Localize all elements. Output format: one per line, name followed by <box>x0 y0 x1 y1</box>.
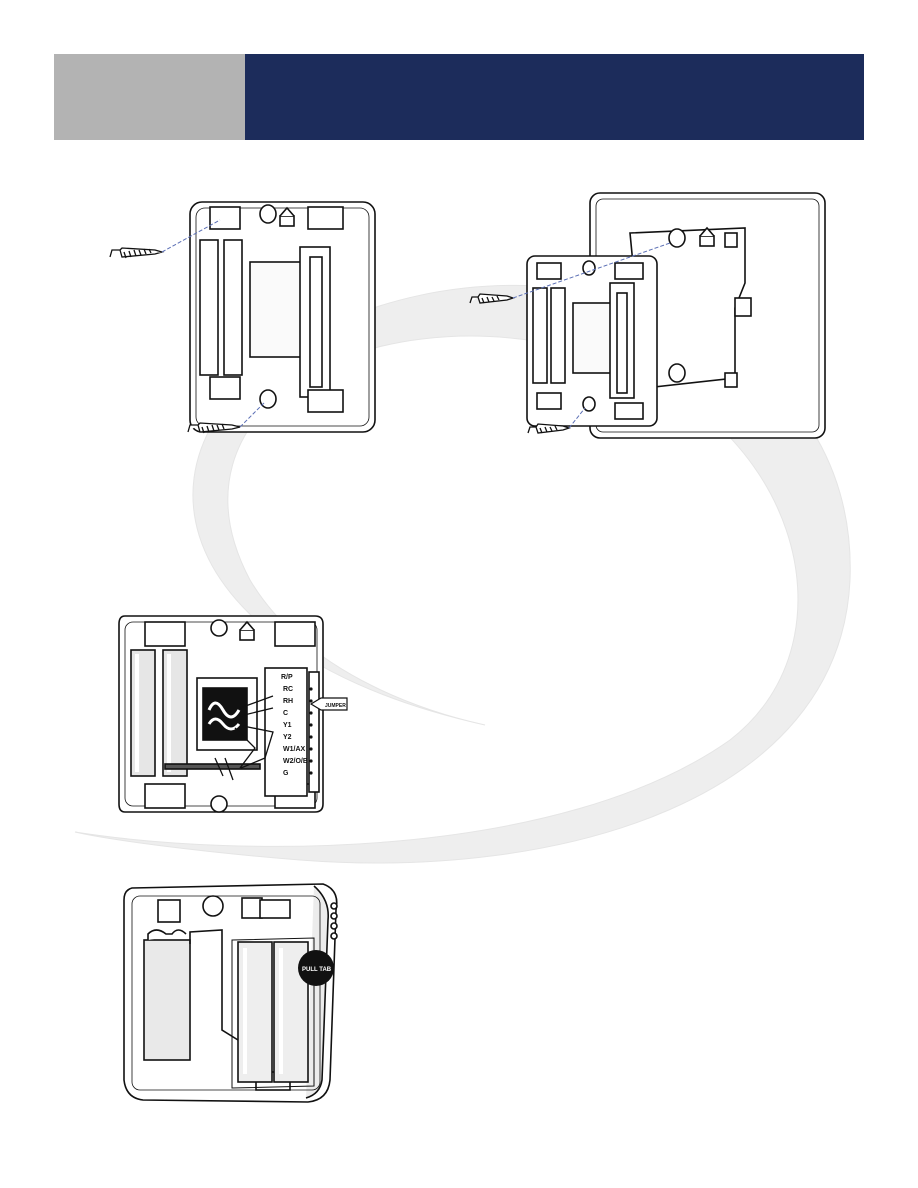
terminal-screw <box>309 747 312 750</box>
terminal-screw <box>309 759 312 762</box>
terminal-label: C <box>283 710 288 717</box>
terminal-label: G <box>283 770 289 777</box>
pull-tab-label: PULL TAB <box>302 967 332 973</box>
terminal-screw <box>309 699 312 702</box>
terminal-label: Y2 <box>283 734 292 741</box>
terminal-screw <box>309 771 312 774</box>
jumper-tag: JUMPER <box>325 703 346 709</box>
terminal-label-top: R/P <box>281 674 293 681</box>
screw-icon <box>110 248 162 258</box>
terminal-screw <box>309 711 312 714</box>
terminal-screw <box>309 735 312 738</box>
terminal-label: Y1 <box>283 722 292 729</box>
pull-tab[interactable]: PULL TAB <box>298 950 334 986</box>
figure-subbase-mounting <box>100 192 385 442</box>
figure-wallplate-mounting <box>465 188 830 443</box>
terminal-label: RH <box>283 698 293 705</box>
terminal-screw <box>309 687 312 690</box>
screw-icon <box>470 294 513 303</box>
figure-battery-compartment: PULL TAB <box>118 880 348 1108</box>
terminal-label: W2/O/B <box>283 758 308 765</box>
terminal-label: RC <box>283 686 293 693</box>
terminal-screw <box>309 723 312 726</box>
terminal-label: W1/AX <box>283 746 306 753</box>
